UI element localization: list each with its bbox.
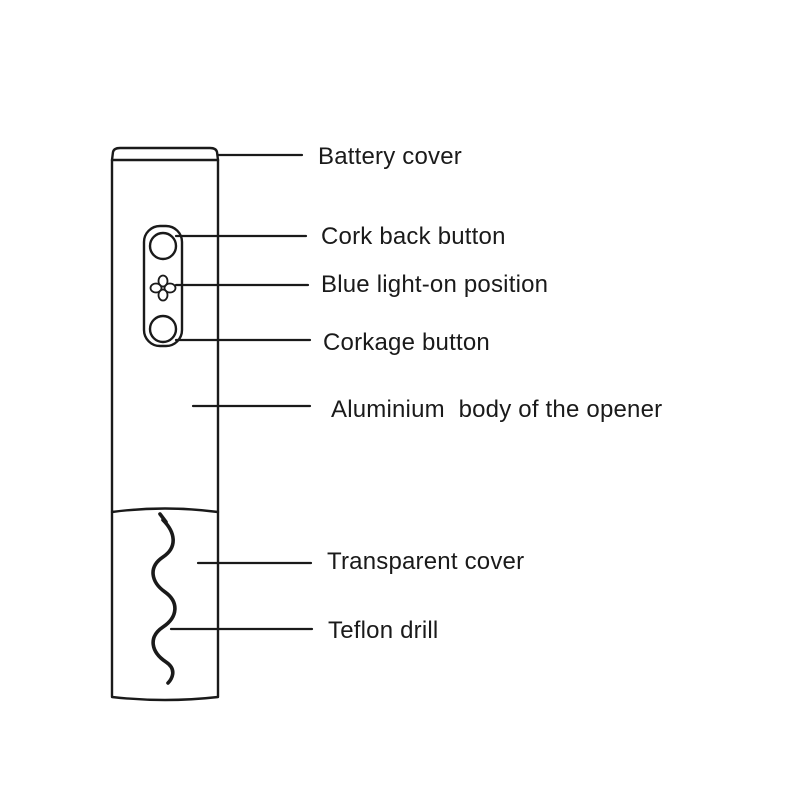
transparent-cover-outline <box>110 510 220 702</box>
drill-shaft-top <box>158 512 168 524</box>
teflon-drill-spiral <box>151 518 177 685</box>
label-teflon-drill: Teflon drill <box>328 617 439 644</box>
label-transparent-cover: Transparent cover <box>327 548 525 575</box>
label-aluminium-body: Aluminium body of the opener <box>331 396 663 423</box>
light-indicator-icon <box>149 274 177 302</box>
label-battery-cover: Battery cover <box>318 143 462 170</box>
opener-body-outline <box>110 158 220 514</box>
battery-cover-outline <box>110 146 220 162</box>
cork-back-button-circle <box>148 231 178 261</box>
corkage-button-circle <box>148 314 178 344</box>
label-cork-back-button: Cork back button <box>321 223 506 250</box>
label-blue-light-position: Blue light-on position <box>321 271 549 298</box>
label-corkage-button: Corkage button <box>323 329 490 356</box>
